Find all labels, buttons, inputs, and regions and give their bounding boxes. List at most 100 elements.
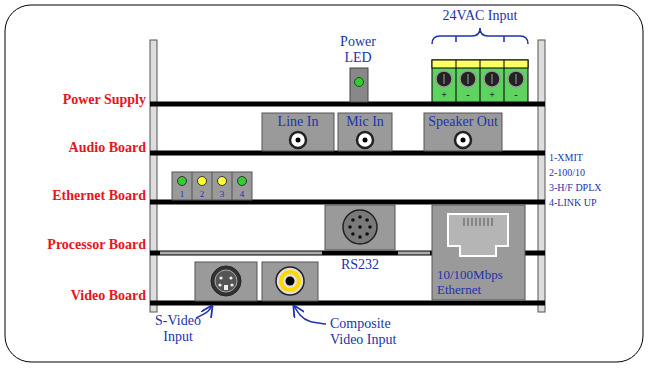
component-label: Speaker Out (424, 114, 502, 130)
jack-box: Speaker Out (424, 114, 502, 130)
svideo-housing (195, 262, 257, 301)
status-led (218, 177, 227, 186)
rj45-contact (476, 218, 477, 226)
terminal-screw (436, 71, 452, 87)
terminal-divider (480, 60, 481, 102)
composite-connector (276, 267, 304, 295)
rj45-contact (464, 218, 465, 226)
support-post (150, 40, 157, 312)
composite-ring (281, 272, 299, 290)
board-shelf-segment (160, 252, 322, 255)
terminal-block (432, 60, 528, 102)
polarity-mark: - (466, 89, 469, 100)
terminal-screw (508, 71, 524, 87)
led-key: 1-XMIT (549, 152, 583, 163)
component-label: Line In (262, 114, 334, 130)
connector-pin (229, 276, 232, 279)
connector-pin (358, 225, 362, 229)
outer-frame (5, 5, 643, 362)
connector-pin (218, 283, 221, 286)
svideo-key (224, 285, 228, 290)
audio-jack-hole (296, 138, 301, 143)
input-brace (432, 28, 528, 44)
audio-jack-hole (363, 138, 368, 143)
connector-pin (348, 225, 352, 229)
audio-jack-housing (424, 113, 502, 151)
support-post (538, 40, 545, 312)
led-key: 3-H/F DPLX (549, 182, 602, 193)
led-number: 1 (180, 189, 185, 199)
audio-jack (357, 132, 373, 148)
jack-box: Line In (262, 114, 334, 130)
svideo-connector (211, 266, 241, 296)
terminal-divider (456, 60, 457, 102)
led-housing (350, 68, 368, 102)
svideo-face (215, 270, 237, 292)
connector-pin (230, 283, 233, 286)
rj45-contact (480, 218, 481, 226)
component-label: Power LED (333, 34, 383, 65)
status-led (178, 177, 187, 186)
led-divider (232, 172, 233, 200)
rj45-jack (448, 214, 508, 256)
connector-pin (368, 225, 372, 229)
board-name: Power Supply (63, 92, 146, 108)
led-key: 2-100/10 (549, 167, 585, 178)
connector-box: 10/100Mbps Ethernet (437, 268, 523, 297)
audio-jack-housing (338, 113, 392, 151)
rj45-contact (472, 218, 473, 226)
led-number: 2 (200, 189, 205, 199)
power-led (355, 78, 364, 87)
rs232-connector (343, 210, 377, 244)
screw-slot (515, 74, 517, 84)
led-number: 4 (240, 189, 245, 199)
rj45-contact (488, 218, 489, 226)
component-label: 24VAC Input (430, 8, 530, 24)
callout-label: S-Video Input (150, 313, 206, 344)
audio-jack (455, 132, 471, 148)
connector-pin (365, 218, 369, 222)
rj45-contact (484, 218, 485, 226)
terminal-screw (460, 71, 476, 87)
led-divider (192, 172, 193, 200)
connector-box: RS232 (325, 257, 395, 273)
rs232-housing (325, 205, 395, 250)
polarity-mark: + (489, 89, 495, 100)
led-number: 3 (220, 189, 225, 199)
status-led (238, 177, 247, 186)
terminal-screw (484, 71, 500, 87)
polarity-mark: - (514, 89, 517, 100)
polarity-mark: + (441, 89, 447, 100)
screw-slot (443, 74, 445, 84)
component-label: Mic In (338, 114, 392, 130)
rj45-contact (468, 218, 469, 226)
connector-pin (219, 276, 222, 279)
leader-line (294, 306, 326, 324)
ethernet-housing (432, 205, 525, 300)
led-strip (172, 172, 252, 200)
screw-slot (467, 74, 469, 84)
terminal-divider (504, 60, 505, 102)
terminal-block-label: 24VAC Input (430, 8, 530, 24)
connector-pin (351, 232, 355, 236)
connector-pin (365, 232, 369, 236)
audio-jack (290, 132, 306, 148)
power-led-label: Power LED (333, 34, 383, 65)
board-name: Ethernet Board (52, 188, 146, 204)
board-name: Processor Board (47, 237, 146, 253)
screw-slot (491, 74, 493, 84)
led-key: 4-LINK UP (549, 197, 597, 208)
connector-pin (358, 235, 362, 239)
board-name: Audio Board (69, 140, 146, 156)
audio-jack-housing (262, 113, 334, 151)
rj45-contact (492, 218, 493, 226)
board-name: Video Board (71, 288, 146, 304)
connector-pin (358, 215, 362, 219)
composite-pin (286, 277, 295, 286)
connector-pin (351, 218, 355, 222)
led-divider (212, 172, 213, 200)
audio-jack-hole (461, 138, 466, 143)
status-led (198, 177, 207, 186)
component-label: 10/100Mbps Ethernet (437, 268, 523, 297)
